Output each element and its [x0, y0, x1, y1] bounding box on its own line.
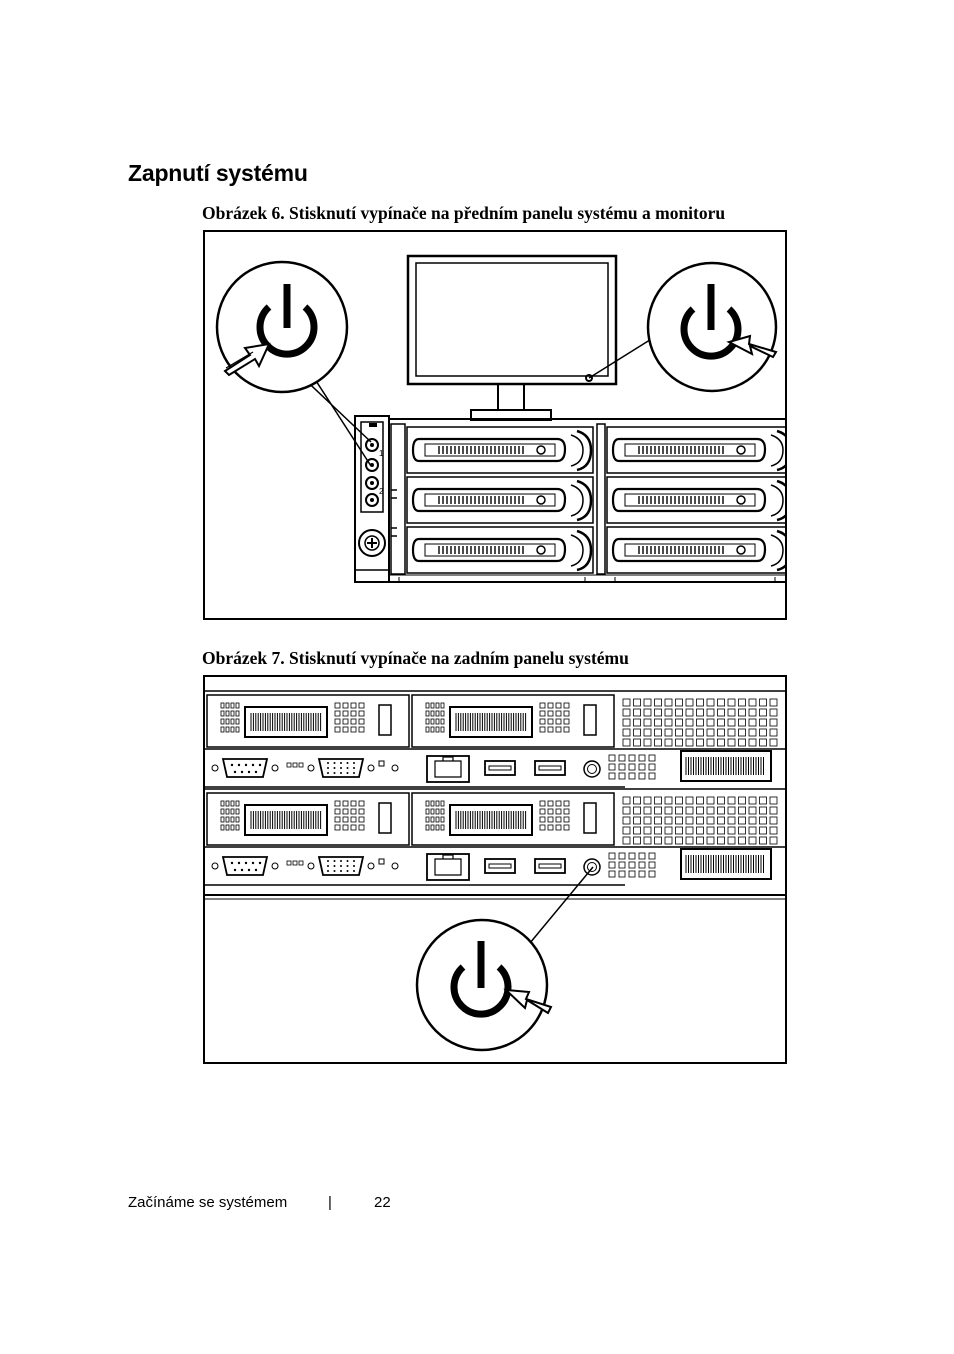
zoom-circle-rear-power [415, 918, 553, 1052]
figure-7-rear-panel-illustration [203, 675, 787, 1064]
arrow-icon [503, 988, 553, 1015]
hard-drive-carrier[interactable] [606, 426, 785, 474]
io-port-row [205, 846, 785, 886]
monitor [406, 254, 618, 421]
footer-separator: | [328, 1194, 332, 1211]
vga-port[interactable] [317, 856, 365, 876]
expansion-slot [411, 792, 615, 846]
serial-port[interactable] [221, 856, 269, 876]
power-icon [256, 284, 318, 358]
rear-panel-drawing [205, 690, 785, 1052]
front-panel-drawing: 1 2 [215, 254, 785, 583]
usb-port[interactable] [484, 760, 516, 776]
hard-drive-carrier[interactable] [406, 426, 594, 474]
serial-port[interactable] [221, 758, 269, 778]
rear-power-button[interactable] [583, 760, 601, 778]
hard-drive-carrier[interactable] [606, 476, 785, 524]
server-rear-panels [205, 690, 785, 886]
zoom-circle-front-power [215, 260, 349, 394]
expansion-slot [206, 792, 410, 846]
expansion-slot [206, 694, 410, 748]
server-chassis [389, 418, 785, 583]
io-port-row [205, 748, 785, 788]
page-number: 22 [374, 1194, 391, 1211]
figure-6-front-panel-illustration: 1 2 [203, 230, 787, 620]
monitor-power-button[interactable] [585, 374, 593, 382]
server-rear-panel [205, 690, 785, 788]
ethernet-port[interactable] [426, 853, 470, 881]
power-icon [450, 941, 512, 1018]
usb-port[interactable] [534, 858, 566, 874]
server-control-panel: 1 2 [354, 415, 390, 583]
figure-6-caption: Obrázek 6. Stisknutí vypínače na předním… [202, 203, 726, 223]
rear-power-button[interactable] [583, 858, 601, 876]
server-power-button[interactable] [365, 438, 379, 452]
vga-port[interactable] [317, 758, 365, 778]
ethernet-port[interactable] [426, 755, 470, 783]
section-heading: Zapnutí systému [128, 160, 308, 186]
power-icon [680, 284, 742, 360]
server-rear-panel [205, 788, 785, 886]
bay-label-1: 1 [379, 449, 384, 458]
figure-7-caption: Obrázek 7. Stisknutí vypínače na zadním … [202, 648, 629, 668]
footer-section-title: Začínáme se systémem [128, 1194, 288, 1211]
usb-port[interactable] [534, 760, 566, 776]
bay-label-2: 2 [379, 487, 384, 496]
expansion-slot [411, 694, 615, 748]
hard-drive-carrier[interactable] [406, 476, 594, 524]
zoom-circle-monitor-power [646, 261, 778, 393]
usb-port[interactable] [484, 858, 516, 874]
hard-drive-carrier[interactable] [406, 526, 594, 574]
arrow-icon [726, 334, 778, 359]
hard-drive-bays [406, 426, 785, 574]
hard-drive-carrier[interactable] [606, 526, 785, 574]
